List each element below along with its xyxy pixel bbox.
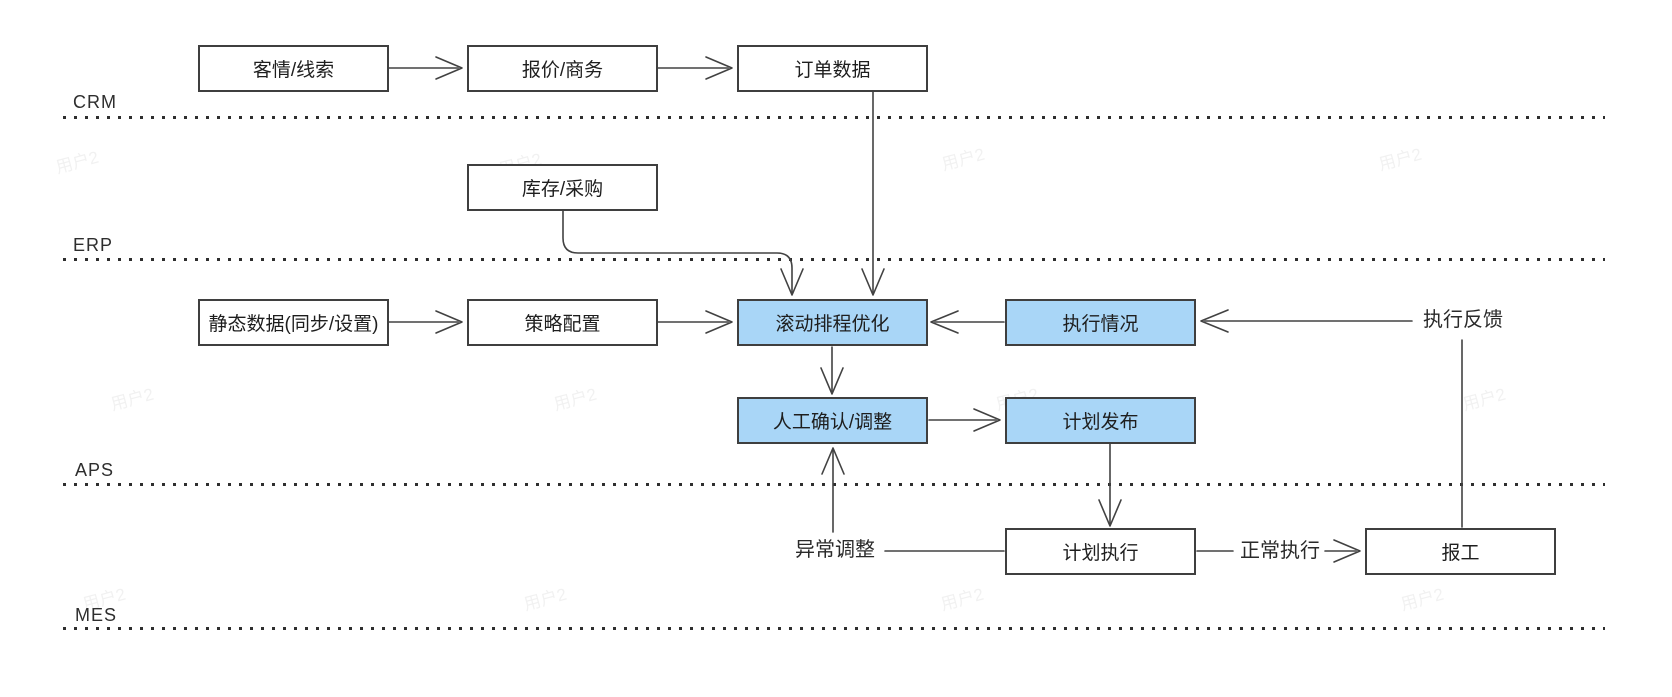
edge-order-data-to-rolling-scheduling	[861, 91, 885, 296]
node-strategy-config[interactable]: 策略配置	[467, 299, 658, 346]
node-plan-release[interactable]: 计划发布	[1005, 397, 1196, 444]
node-plan-execution[interactable]: 计划执行	[1005, 528, 1196, 575]
watermark: 用户2	[521, 584, 569, 615]
watermark: 用户2	[1398, 584, 1446, 615]
watermark: 用户2	[1376, 144, 1424, 175]
lane-divider-aps	[63, 483, 1605, 486]
edge-manual-confirm-to-plan-release	[928, 408, 1001, 432]
label-normal-execution: 正常执行	[1240, 540, 1320, 562]
watermark: 用户2	[1460, 384, 1508, 415]
lane-label-crm: CRM	[73, 92, 117, 112]
label-execution-feedback: 执行反馈	[1423, 309, 1503, 331]
lane-divider-mes	[63, 627, 1605, 630]
edge-rolling-scheduling-to-manual-confirm	[820, 346, 844, 395]
node-quotation-business[interactable]: 报价/商务	[467, 45, 658, 92]
edge-strategy-to-rolling-scheduling	[657, 310, 733, 334]
lane-label-erp: ERP	[73, 235, 114, 255]
node-execution-status[interactable]: 执行情况	[1005, 299, 1196, 346]
edge-quotation-to-order-data	[657, 56, 733, 80]
node-static-data[interactable]: 静态数据(同步/设置)	[198, 299, 389, 346]
node-work-report[interactable]: 报工	[1365, 528, 1556, 575]
node-rolling-scheduling[interactable]: 滚动排程优化	[737, 299, 928, 346]
lane-divider-crm	[63, 116, 1605, 119]
watermark: 用户2	[53, 147, 101, 178]
watermark: 用户2	[108, 384, 156, 415]
watermark: 用户2	[938, 584, 986, 615]
edge-execution-status-to-rolling-scheduling	[930, 310, 1005, 334]
lane-label-mes: MES	[75, 605, 118, 625]
lane-divider-erp	[63, 258, 1605, 261]
node-order-data[interactable]: 订单数据	[737, 45, 928, 92]
label-abnormal-adjust: 异常调整	[795, 539, 875, 561]
edge-normal-label-to-work-report	[1324, 539, 1361, 563]
node-customer-leads[interactable]: 客情/线索	[198, 45, 389, 92]
edge-inventory-to-rolling-scheduling	[562, 210, 804, 296]
watermark: 用户2	[551, 384, 599, 415]
node-manual-confirm[interactable]: 人工确认/调整	[737, 397, 928, 444]
lane-label-aps: APS	[75, 460, 115, 480]
node-inventory-purchase[interactable]: 库存/采购	[467, 164, 658, 211]
edge-static-data-to-strategy	[388, 310, 463, 334]
watermark: 用户2	[939, 144, 987, 175]
edge-abnormal-adjust-to-manual-confirm	[821, 447, 845, 533]
edge-feedback-to-execution-status	[1200, 309, 1413, 333]
edge-customer-leads-to-quotation	[388, 56, 463, 80]
